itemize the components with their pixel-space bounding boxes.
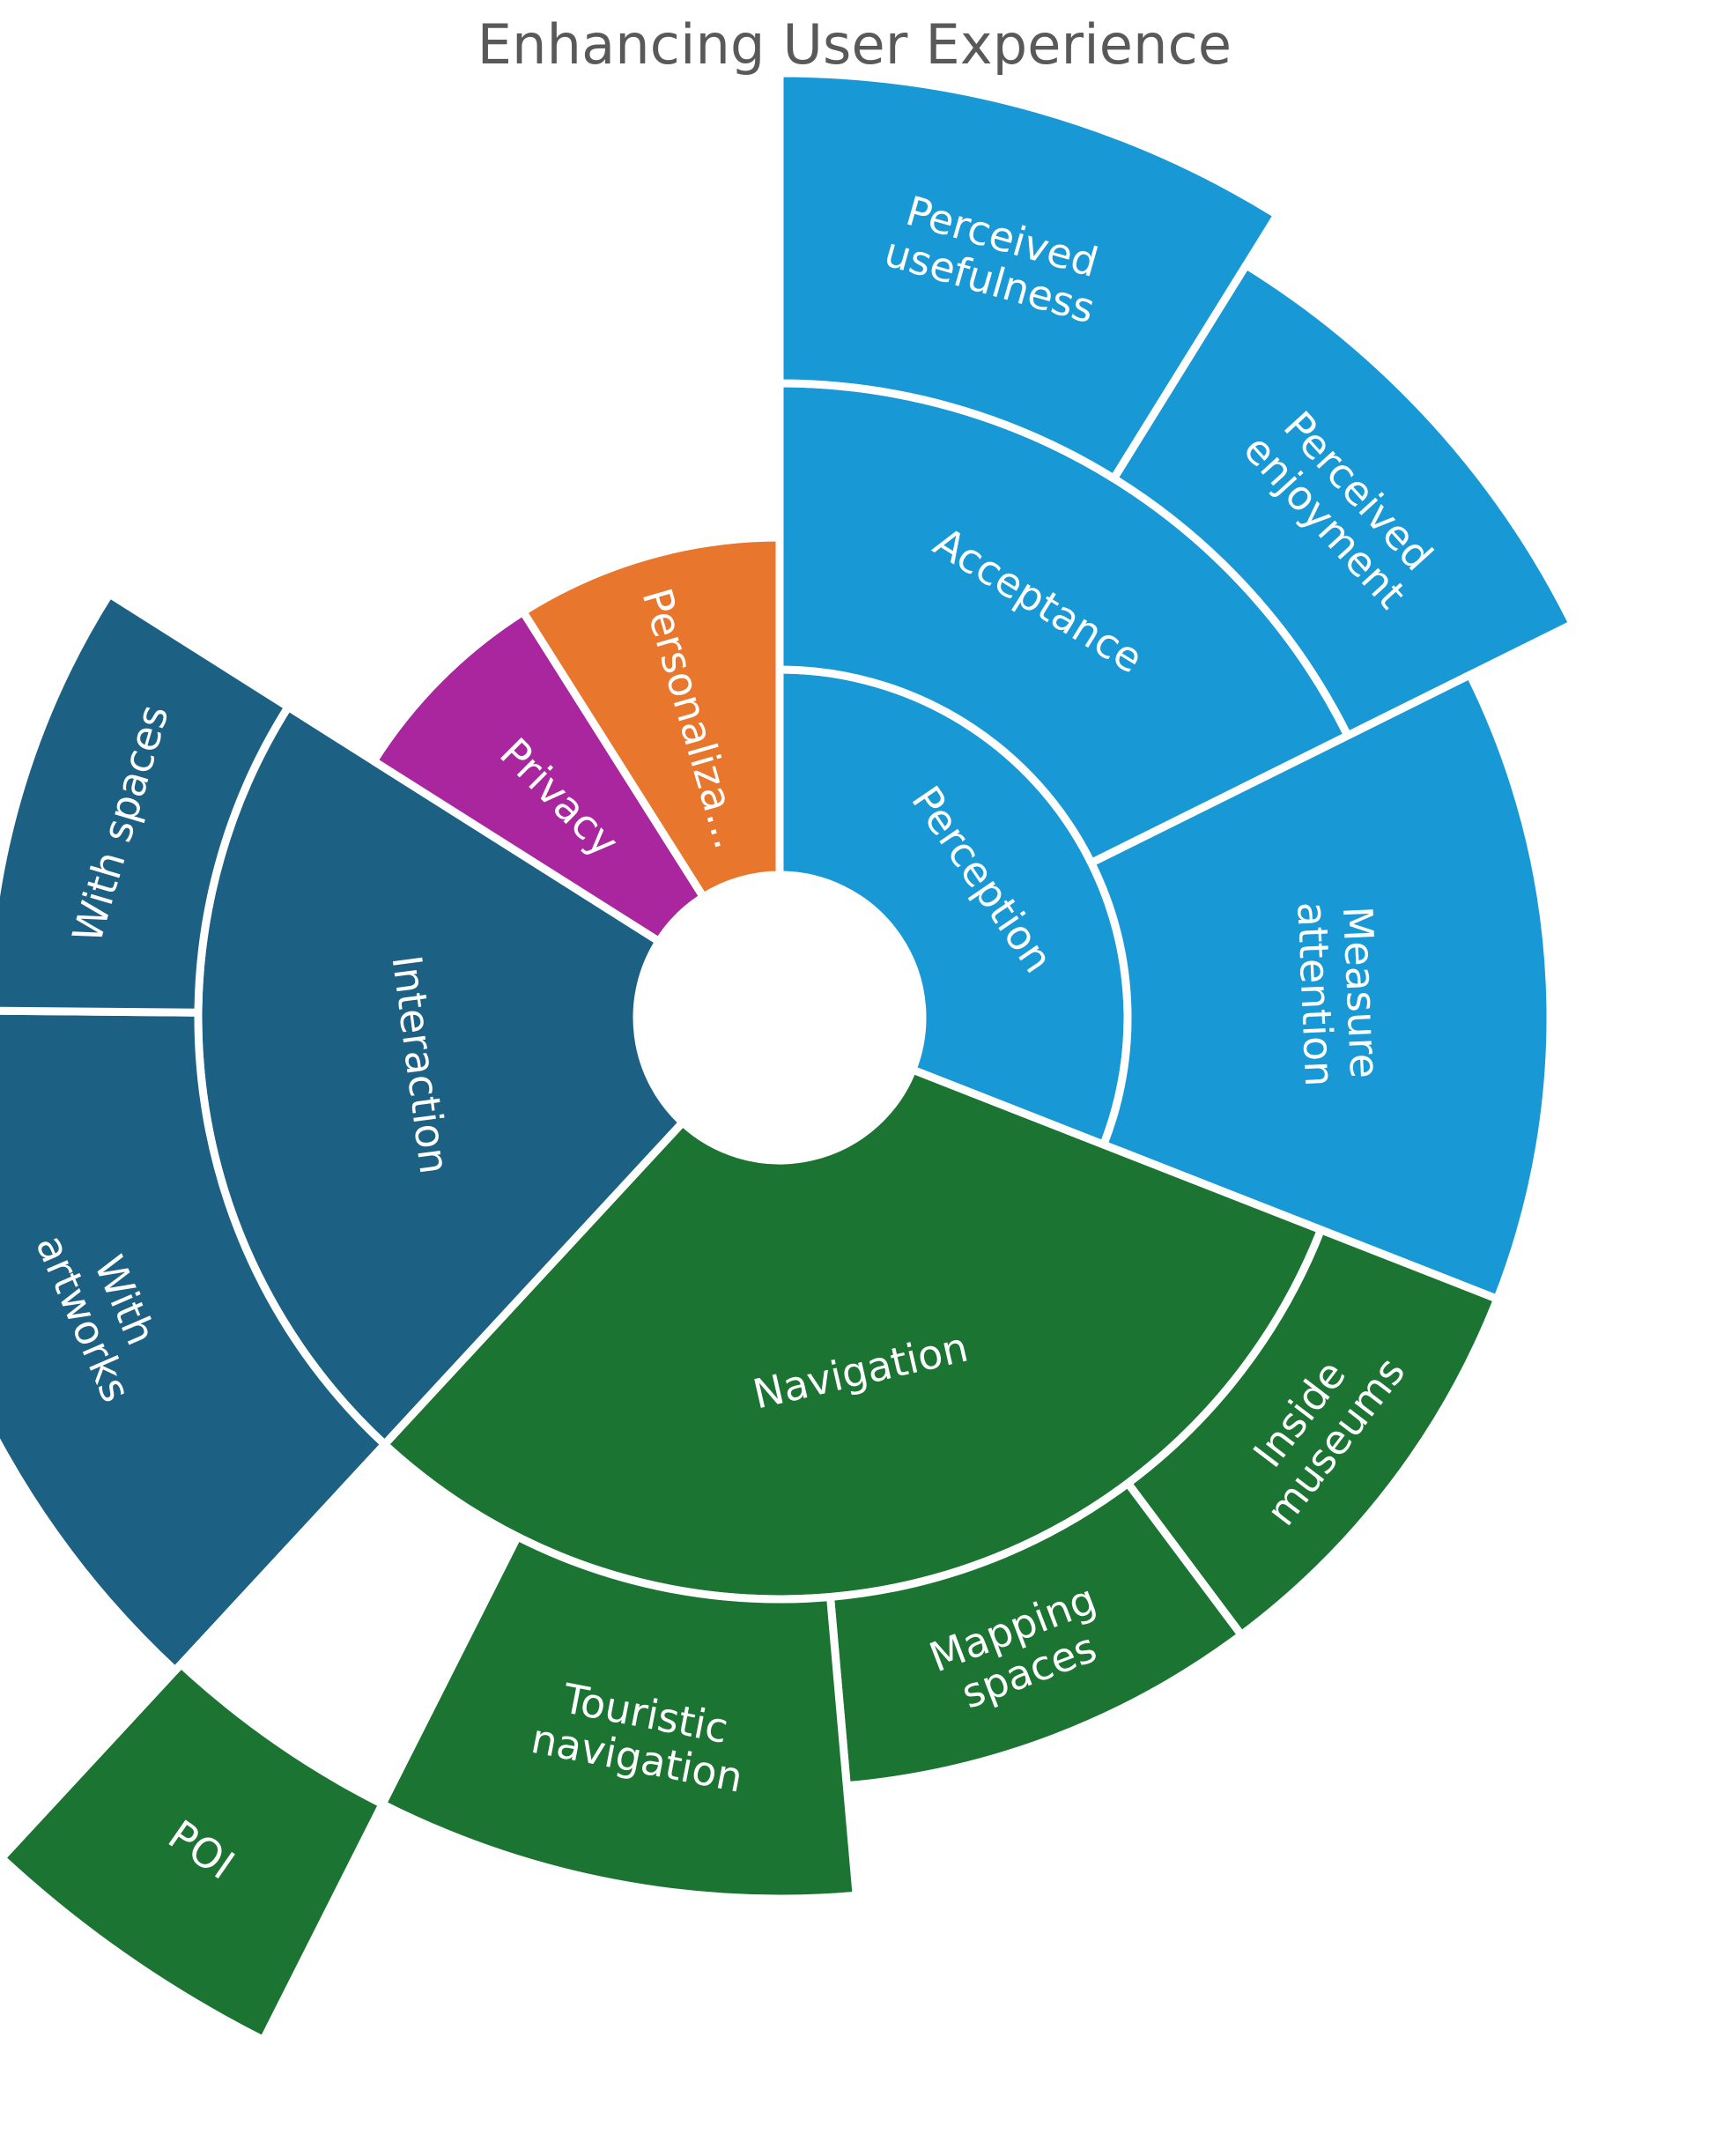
sunburst-slice-measure-attention[interactable] xyxy=(1087,671,1555,1303)
sunburst-slice-poi[interactable] xyxy=(0,1660,387,2044)
sunburst-slice-with-spaces[interactable] xyxy=(0,589,292,1017)
label-line: Measure xyxy=(1334,905,1388,1079)
sunburst-slice-perceived-usefulness[interactable] xyxy=(775,69,1282,483)
sunburst-slice-with-artworks[interactable] xyxy=(0,1006,389,1675)
label-line: attention xyxy=(1288,900,1343,1087)
sunburst-slice-privacy[interactable] xyxy=(369,607,707,945)
sunburst-slice-personalization[interactable] xyxy=(519,533,784,901)
sunburst-label-measure-attention: Measureattention xyxy=(1288,899,1389,1087)
sunburst-slice-perceived-enjoyment[interactable] xyxy=(1109,261,1577,740)
chart-title: Enhancing User Experience xyxy=(477,12,1232,77)
